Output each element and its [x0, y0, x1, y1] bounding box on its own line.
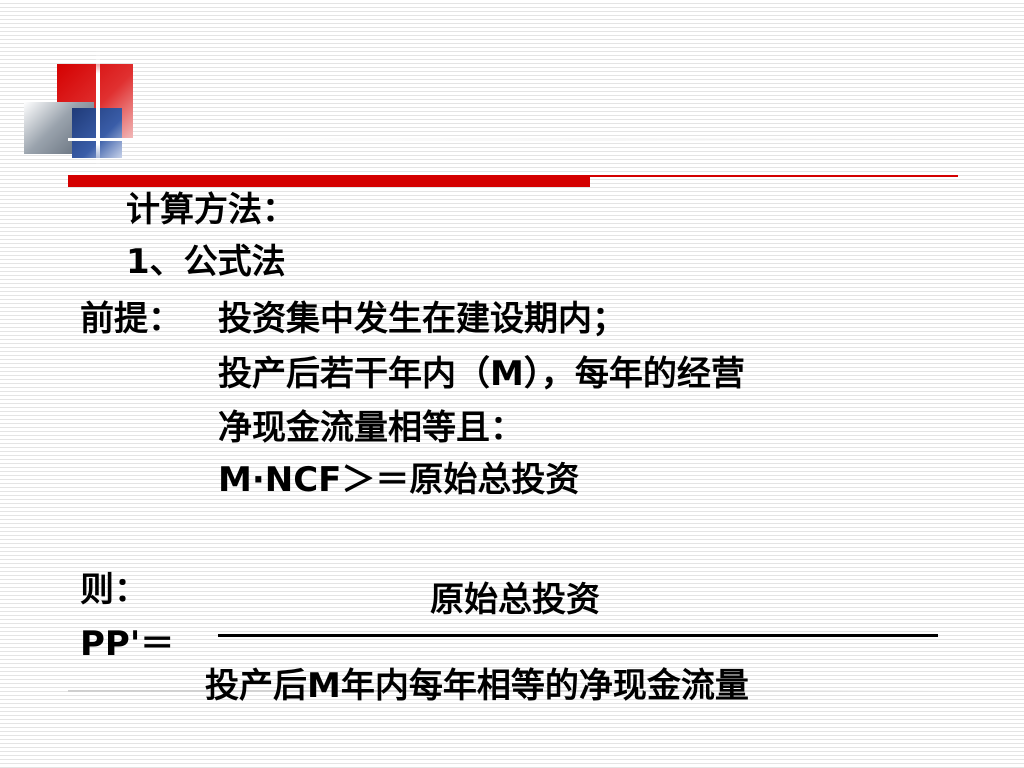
title-underline-thin [590, 175, 958, 177]
decor-vertical-line [96, 50, 100, 168]
premise-label: 前提： [80, 299, 182, 339]
footer-divider [68, 690, 958, 692]
decor-top-line [68, 138, 958, 141]
then-label: 则： [80, 570, 148, 610]
premise-line-2: 投产后若干年内（M），每年的经营 [218, 354, 745, 394]
section-heading: 计算方法： [126, 190, 296, 230]
formula-lhs: PP'＝ [80, 624, 175, 664]
formula-denominator: 投产后M年内每年相等的净现金流量 [205, 666, 749, 706]
premise-line-4: M·NCF＞＝原始总投资 [218, 460, 580, 500]
formula-numerator: 原始总投资 [430, 580, 600, 620]
fraction-bar [218, 634, 938, 637]
premise-line-3: 净现金流量相等且： [218, 408, 524, 448]
title-underline-bar [68, 175, 590, 187]
premise-line-1: 投资集中发生在建设期内； [218, 299, 626, 339]
method-item: 1、公式法 [126, 242, 286, 282]
